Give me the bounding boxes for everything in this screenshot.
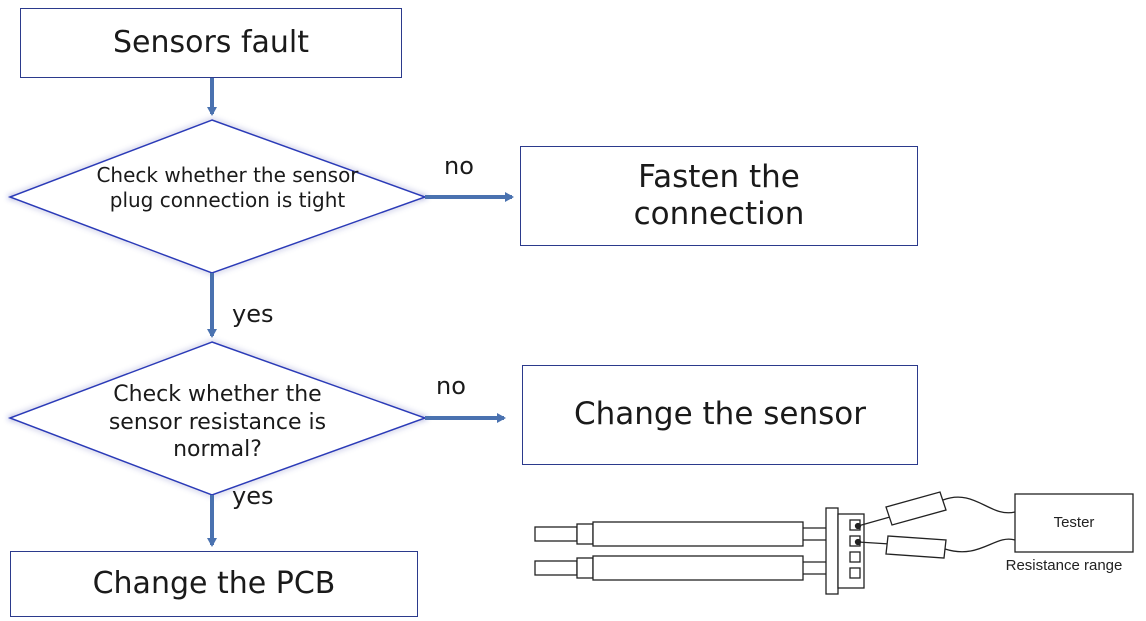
resistance-range-label: Resistance range	[1006, 557, 1123, 574]
decision-1-text: Check whether the sensor plug connection…	[95, 163, 360, 213]
decision1-no-label: no	[444, 152, 474, 180]
action-change-sensor-text: Change the sensor	[573, 396, 866, 433]
end-box: Change the PCB	[10, 551, 418, 617]
decision1-yes-label: yes	[232, 300, 274, 328]
start-text: Sensors fault	[112, 25, 310, 60]
action-fasten-box: Fasten the connection	[520, 146, 918, 246]
tester-label: Tester	[1054, 514, 1095, 531]
decision-2-label: Check whether the sensor resistance is n…	[108, 382, 327, 462]
decision-1-label: Check whether the sensor plug connection…	[96, 163, 359, 212]
sensor-tester-illustration	[534, 491, 1134, 595]
action-fasten-text: Fasten the connection	[633, 158, 805, 232]
action-change-sensor-box: Change the sensor	[522, 365, 918, 465]
decision2-no-label: no	[436, 372, 466, 400]
end-text: Change the PCB	[92, 566, 336, 601]
start-box: Sensors fault	[20, 8, 402, 78]
decision2-yes-label: yes	[232, 482, 274, 510]
decision-2-text: Check whether the sensor resistance is n…	[80, 381, 355, 464]
